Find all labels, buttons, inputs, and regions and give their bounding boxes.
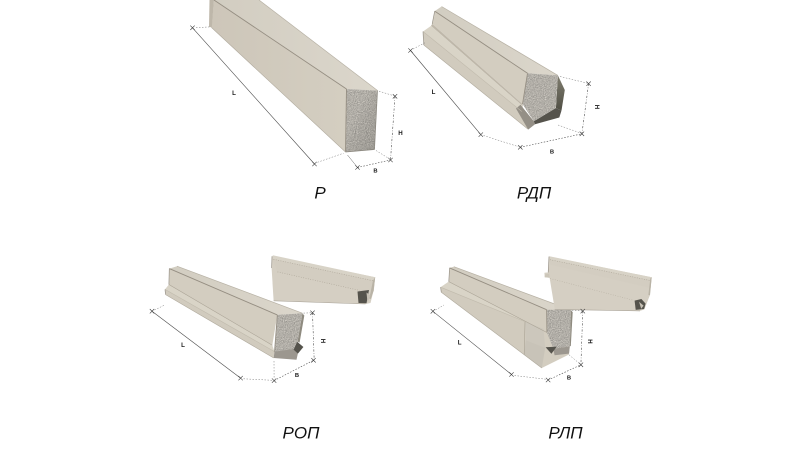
- svg-text:B: B: [567, 376, 571, 382]
- svg-text:H: H: [319, 339, 326, 344]
- svg-text:H: H: [398, 130, 403, 137]
- svg-text:РЛП: РЛП: [548, 424, 583, 443]
- svg-text:L: L: [432, 89, 436, 96]
- svg-text:B: B: [295, 373, 299, 379]
- svg-text:РОП: РОП: [283, 424, 321, 443]
- svg-text:РДП: РДП: [517, 184, 552, 203]
- svg-text:L: L: [458, 340, 462, 347]
- svg-text:L: L: [232, 90, 236, 97]
- svg-text:H: H: [586, 339, 593, 344]
- svg-text:H: H: [593, 105, 600, 110]
- svg-text:B: B: [373, 169, 377, 175]
- svg-text:B: B: [550, 150, 554, 156]
- svg-text:L: L: [181, 342, 185, 349]
- svg-text:Р: Р: [314, 184, 326, 203]
